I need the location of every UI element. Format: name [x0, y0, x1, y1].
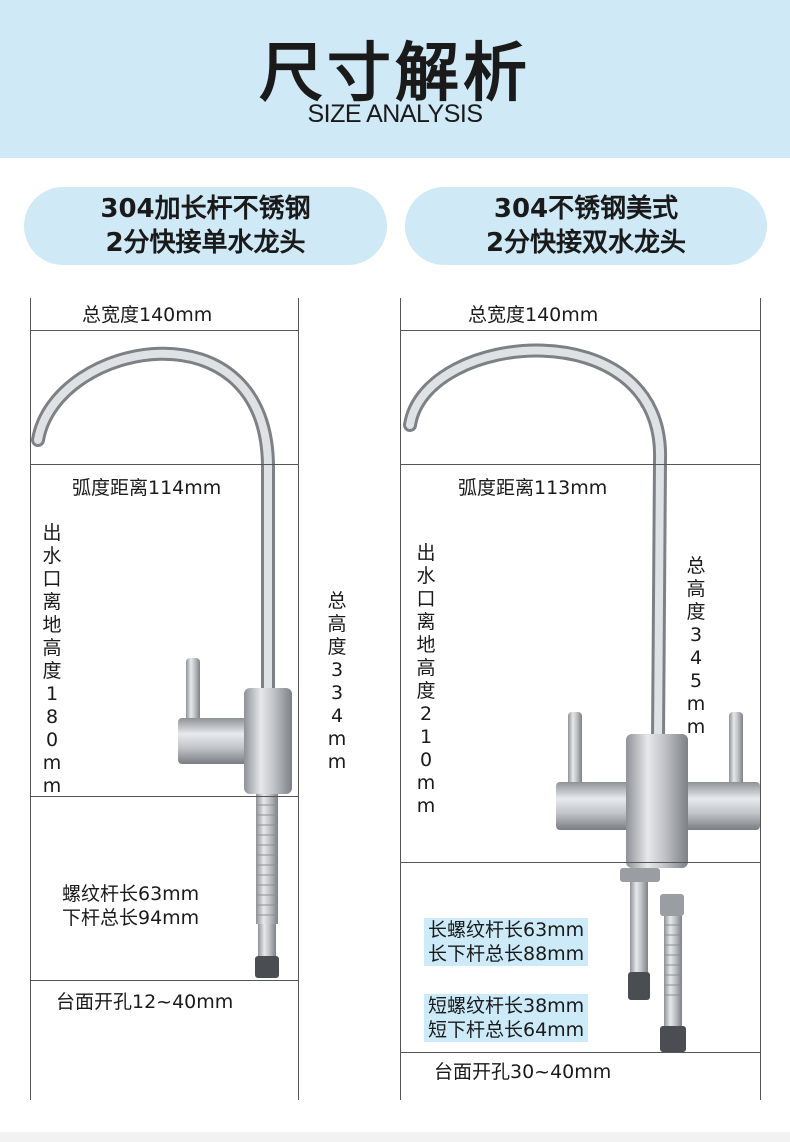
- left-outlet-height: 出水口离地高度180mm: [42, 522, 62, 797]
- right-grid-left-edge: [400, 298, 401, 1100]
- right-total-height: 总高度345mm: [686, 555, 706, 738]
- right-long-thread: 长螺纹杆长63mm: [428, 919, 585, 941]
- right-product-title-line2: 2分快接双水龙头: [485, 228, 687, 258]
- right-grid-line-top: [400, 330, 760, 331]
- left-arc-distance: 弧度距离114mm: [72, 477, 222, 499]
- left-total-width: 总宽度140mm: [82, 304, 213, 326]
- left-grid-line-counter: [30, 980, 298, 981]
- left-product-title-line2: 2分快接单水龙头: [105, 228, 306, 258]
- right-grid-right-edge: [760, 298, 761, 1100]
- page-subtitle: SIZE ANALYSIS: [307, 100, 483, 128]
- left-grid-line-base: [30, 796, 298, 797]
- left-lower-rod-length: 下杆总长94mm: [62, 907, 200, 929]
- left-grid-right-edge: [298, 298, 299, 1100]
- left-product-title-line1: 304加长杆不锈钢: [100, 194, 311, 224]
- left-total-height: 总高度334mm: [327, 590, 347, 773]
- left-grid-left-edge: [30, 298, 31, 1100]
- right-grid-line-base: [400, 862, 760, 863]
- right-arc-distance: 弧度距离113mm: [458, 477, 608, 499]
- right-product-title-line1: 304不锈钢美式: [493, 194, 679, 224]
- right-grid-line-arc: [400, 464, 760, 465]
- right-grid-line-counter: [400, 1052, 760, 1053]
- page-title: 尺寸解析: [259, 37, 531, 111]
- header-banner: 尺寸解析 SIZE ANALYSIS: [0, 0, 790, 158]
- right-short-thread: 短螺纹杆长38mm: [428, 995, 585, 1017]
- left-countertop-hole: 台面开孔12~40mm: [56, 991, 234, 1013]
- right-long-rod-box: 长螺纹杆长63mm 长下杆总长88mm: [424, 918, 589, 966]
- right-countertop-hole: 台面开孔30~40mm: [434, 1061, 612, 1083]
- bottom-strip: [0, 1132, 790, 1142]
- left-grid-line-top: [30, 330, 298, 331]
- left-grid-line-arc: [30, 464, 298, 465]
- left-product-title: 304加长杆不锈钢 2分快接单水龙头: [24, 187, 387, 265]
- right-product-title: 304不锈钢美式 2分快接双水龙头: [405, 187, 767, 265]
- right-long-lower-rod: 长下杆总长88mm: [428, 943, 585, 965]
- right-total-width: 总宽度140mm: [468, 304, 599, 326]
- right-short-rod-box: 短螺纹杆长38mm 短下杆总长64mm: [424, 994, 589, 1042]
- right-short-lower-rod: 短下杆总长64mm: [428, 1019, 585, 1041]
- left-thread-length: 螺纹杆长63mm: [62, 883, 200, 905]
- right-outlet-height: 出水口离地高度210mm: [416, 542, 436, 817]
